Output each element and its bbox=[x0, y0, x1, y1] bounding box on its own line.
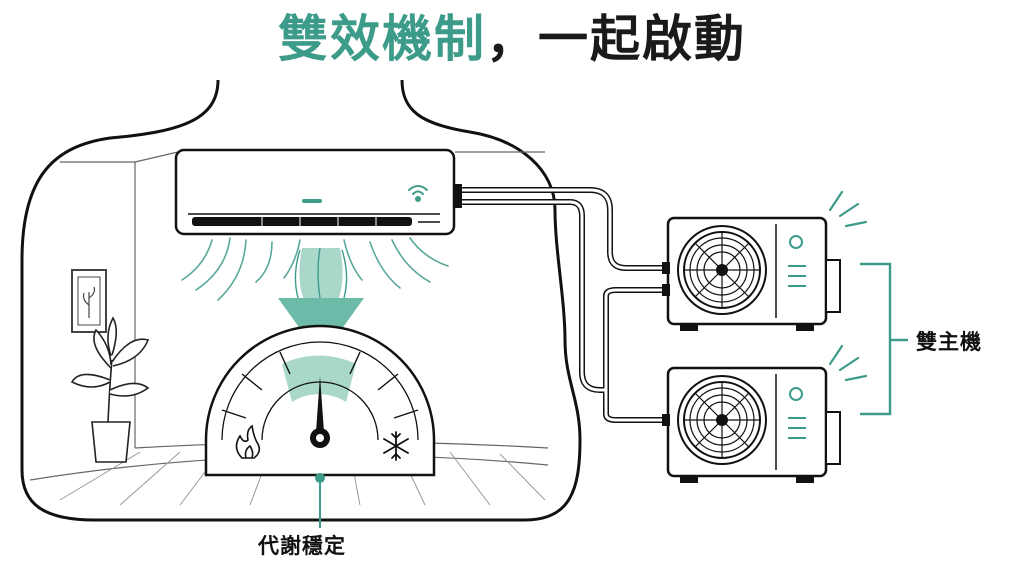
title-accent: 雙效機制 bbox=[278, 10, 486, 68]
page-title: 雙效機制，一起啟動 bbox=[0, 4, 1024, 74]
indoor-ac-unit bbox=[174, 148, 456, 236]
flame-icon bbox=[235, 424, 261, 459]
dual-units-bracket bbox=[860, 262, 908, 416]
outdoor-unit-top bbox=[662, 216, 841, 331]
wifi-icon bbox=[408, 185, 428, 202]
pipe-connector bbox=[454, 184, 462, 208]
potted-plant-icon bbox=[70, 316, 150, 463]
snowflake-icon bbox=[383, 431, 409, 461]
metabolism-gauge bbox=[204, 324, 436, 528]
plant-picture-icon bbox=[71, 269, 107, 333]
outdoor-unit-bottom bbox=[662, 366, 841, 483]
title-rest: ，一起啟動 bbox=[486, 10, 746, 68]
refrigerant-pipes-inner bbox=[456, 188, 668, 422]
airflow-lines bbox=[181, 237, 449, 301]
vibration-marks bbox=[828, 190, 868, 382]
metabolism-label: 代謝穩定 bbox=[258, 534, 346, 558]
dual-units-label: 雙主機 bbox=[916, 330, 982, 354]
